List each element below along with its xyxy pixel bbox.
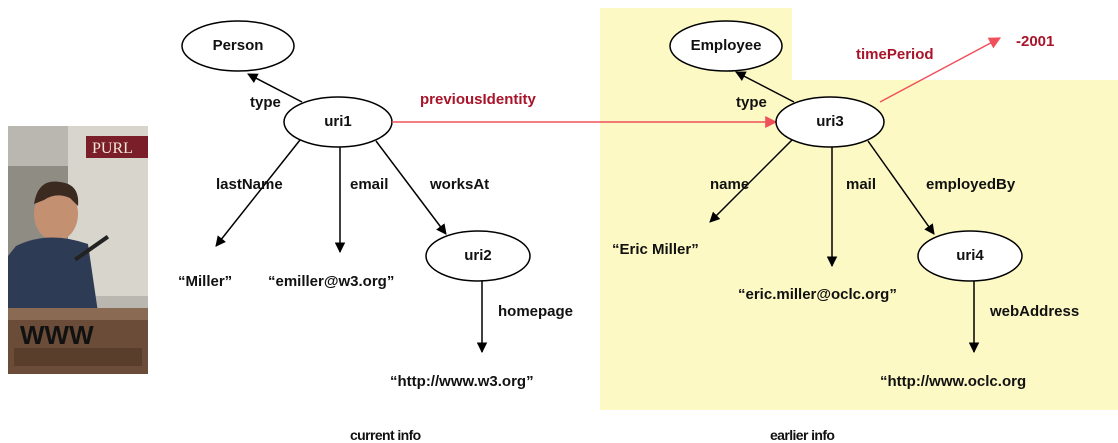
edge-employedby <box>867 140 935 235</box>
node-uri2-label: uri2 <box>464 247 492 264</box>
node-uri4 <box>917 230 1023 282</box>
node-person-label: Person <box>212 37 264 54</box>
edge-webaddress-label: webAddress <box>990 303 1080 320</box>
edge-homepage-label: homepage <box>498 303 574 320</box>
edge-type-right-label: type <box>736 94 767 111</box>
node-uri3 <box>775 96 885 148</box>
literal-miller: “Miller” <box>178 273 233 290</box>
edge-name-label: name <box>710 176 750 193</box>
literal-oclc-url: “http://www.oclc.org <box>880 373 1027 390</box>
edge-email-label: email <box>350 176 389 193</box>
lectern-sign: WWW <box>20 320 94 350</box>
edge-type-left <box>247 73 303 103</box>
edge-worksat <box>375 140 447 235</box>
edge-name <box>709 139 793 223</box>
literal-eric-miller: “Eric Miller” <box>612 241 699 258</box>
node-employee <box>669 20 783 72</box>
edge-worksat-label: worksAt <box>430 176 490 193</box>
literal-w3-email: “emiller@w3.org” <box>268 273 395 290</box>
edge-timeperiod-label: timePeriod <box>856 46 934 63</box>
edge-type-right <box>735 71 795 103</box>
edge-lastname-label: lastName <box>216 176 283 193</box>
speaker-photo: PURL WWW <box>8 126 148 374</box>
banner-text: PURL <box>92 140 133 157</box>
literal-oclc-email: “eric.miller@oclc.org” <box>738 286 897 303</box>
edge-employedby-label: employedBy <box>926 176 1016 193</box>
edge-timeperiod <box>879 37 1002 103</box>
literal-year: -2001 <box>1016 33 1055 50</box>
node-uri2 <box>425 230 531 282</box>
edge-lastname <box>215 139 301 247</box>
edge-type-left-label: type <box>250 94 281 111</box>
node-uri4-label: uri4 <box>956 247 984 264</box>
node-employee-label: Employee <box>690 37 762 54</box>
caption-earlier-info: earlier info <box>770 427 835 443</box>
node-uri1-label: uri1 <box>324 113 352 130</box>
node-person <box>181 20 295 72</box>
edge-mail-label: mail <box>846 176 877 193</box>
earlier-info-region <box>600 8 1118 410</box>
node-uri3-label: uri3 <box>816 113 844 130</box>
caption-current-info: current info <box>350 427 421 443</box>
literal-w3-url: “http://www.w3.org” <box>390 373 534 390</box>
edge-previous-identity-label: previousIdentity <box>420 91 536 108</box>
